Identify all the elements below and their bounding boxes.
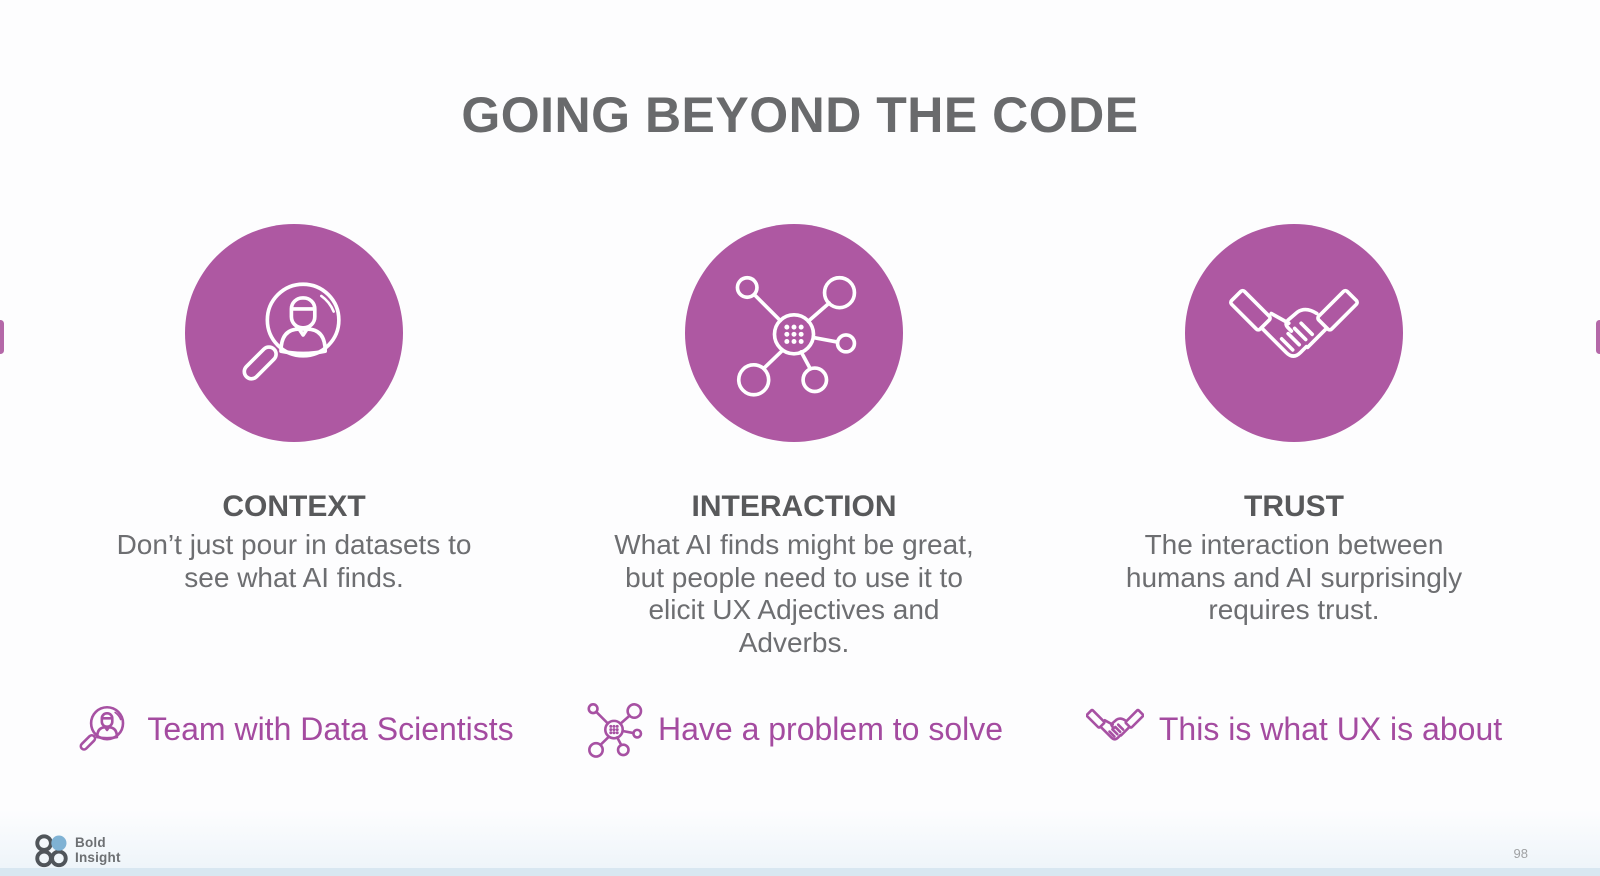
feature-columns: CONTEXT Don’t just pour in datasets to s… xyxy=(0,224,1600,758)
bold-insight-logo-icon xyxy=(35,834,68,868)
footer-fade xyxy=(0,810,1600,868)
context-body: Don’t just pour in datasets to see what … xyxy=(116,529,472,593)
interaction-heading: INTERACTION xyxy=(691,490,897,523)
trust-heading: TRUST xyxy=(1244,490,1344,523)
page-number: 98 xyxy=(1513,846,1528,861)
interaction-action-row: Have a problem to solve xyxy=(585,700,1003,758)
right-edge-artifact xyxy=(1596,320,1600,354)
handshake-icon xyxy=(1229,288,1359,358)
magnifier-person-icon xyxy=(242,282,341,381)
slide-title: GOING BEYOND THE CODE xyxy=(461,87,1139,143)
bold-insight-logo: Bold Insight xyxy=(33,832,121,869)
logo-wordmark: Bold Insight xyxy=(75,835,121,865)
context-circle-badge xyxy=(185,224,403,442)
column-interaction: INTERACTION What AI finds might be great… xyxy=(544,224,1044,758)
column-trust: TRUST The interaction between humans and… xyxy=(1044,224,1544,758)
trust-action-label: This is what UX is about xyxy=(1158,710,1503,747)
magnifier-person-icon xyxy=(79,705,125,751)
trust-circle-badge xyxy=(1185,224,1403,442)
context-action-row: Team with Data Scientists xyxy=(74,700,514,758)
interaction-body: What AI finds might be great, but people… xyxy=(614,529,974,658)
context-heading: CONTEXT xyxy=(222,490,366,523)
column-context: CONTEXT Don’t just pour in datasets to s… xyxy=(44,224,544,758)
network-nodes-icon xyxy=(735,275,857,397)
interaction-action-label: Have a problem to solve xyxy=(657,710,1004,747)
footer-bar xyxy=(0,868,1600,876)
trust-body: The interaction between humans and AI su… xyxy=(1125,529,1463,625)
trust-action-row: This is what UX is about xyxy=(1085,700,1503,758)
network-nodes-icon xyxy=(587,703,643,758)
handshake-icon xyxy=(1085,708,1144,741)
interaction-circle-badge xyxy=(685,224,903,442)
left-edge-artifact xyxy=(0,320,4,354)
context-action-label: Team with Data Scientists xyxy=(147,710,514,747)
